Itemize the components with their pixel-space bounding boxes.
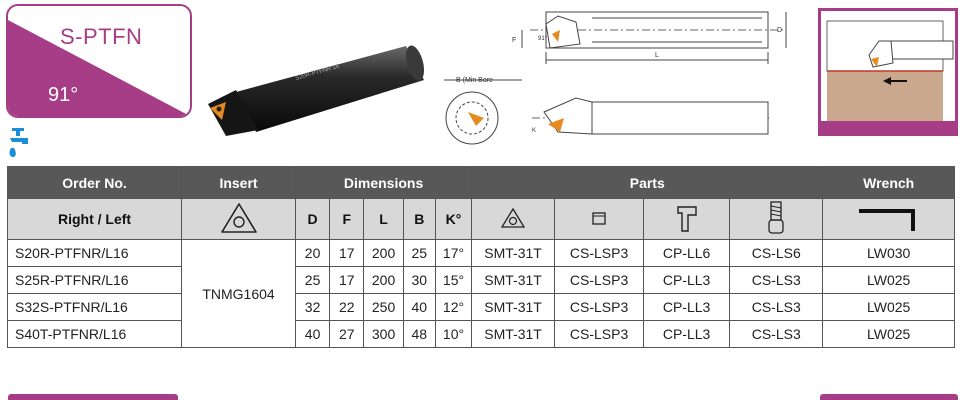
part4-cell: CS-LS6: [729, 239, 824, 267]
order-no-cell: S40T-PTFNR/L16: [6, 320, 183, 348]
product-badge: S-PTFN 91°: [6, 4, 192, 118]
header-l: L: [363, 198, 404, 240]
tool-holder-image: S20R-PTFNR 16: [208, 45, 425, 136]
shim-icon: [592, 211, 606, 225]
hex-key-icon: [858, 208, 915, 231]
header-dimensions: Dimensions: [294, 166, 473, 199]
l-cell: 200: [363, 239, 404, 267]
screw-icon: [768, 200, 784, 234]
header-insert: Insert: [181, 166, 296, 199]
order-no-cell: S32S-PTFNR/L16: [6, 293, 183, 321]
b-cell: 30: [402, 266, 436, 294]
l-cell: 200: [363, 266, 404, 294]
part3-cell: CP-LL3: [643, 293, 731, 321]
f-cell: 27: [329, 320, 365, 348]
application-image: [818, 8, 958, 136]
table-row: S25R-PTFNR/L16 25 17 200 30 15° SMT-31T …: [6, 266, 955, 294]
application-image-footer: [821, 121, 955, 133]
insert-cell: TNMG1604: [181, 239, 296, 348]
b-cell: 25: [402, 239, 436, 267]
part3-cell: CP-LL3: [643, 266, 731, 294]
header-wrench-cell: [822, 198, 955, 240]
wrench-cell: LW025: [822, 293, 955, 321]
l-cell: 250: [363, 293, 404, 321]
header-b: B: [402, 198, 436, 240]
f-cell: 17: [329, 239, 365, 267]
label-l: L: [655, 52, 659, 59]
label-k: K: [532, 128, 536, 134]
part1-cell: SMT-31T: [471, 239, 556, 267]
boring-illustration: [826, 20, 954, 121]
header-insert-icon-cell: [181, 198, 296, 240]
badge-title: S-PTFN: [60, 24, 143, 49]
triangle-insert-icon: [220, 202, 257, 233]
header-d: D: [294, 198, 331, 240]
product-table: Order No. Insert Dimensions Parts Wrench…: [6, 166, 955, 348]
part1-cell: SMT-31T: [471, 293, 556, 321]
d-cell: 20: [294, 239, 331, 267]
wrench-cell: LW025: [822, 266, 955, 294]
l-cell: 300: [363, 320, 404, 348]
table-row: S32S-PTFNR/L16 32 22 250 40 12° SMT-31T …: [6, 293, 955, 321]
dimension-drawing-bottom: B (Min Bore K: [444, 77, 772, 145]
table-row: S20R-PTFNR/L16 TNMG1604 20 17 200 25 17°…: [6, 239, 955, 348]
part2-cell: CS-LSP3: [554, 293, 645, 321]
header-screw-cell: [729, 198, 824, 240]
next-section-image-edge: [820, 394, 958, 400]
k-cell: 10°: [434, 320, 473, 348]
part3-cell: CP-LL3: [643, 320, 731, 348]
coolant-tap-icon: [9, 128, 28, 157]
part2-cell: CS-LSP3: [554, 239, 645, 267]
b-cell: 40: [402, 293, 436, 321]
part4-cell: CS-LS3: [729, 320, 824, 348]
header-right-left: Right / Left: [6, 198, 183, 240]
label-f: F: [512, 37, 516, 44]
table-row: S40T-PTFNR/L16 40 27 300 48 10° SMT-31T …: [6, 320, 955, 348]
part3-cell: CP-LL6: [643, 239, 731, 267]
header-shim-cell: [471, 198, 556, 240]
k-cell: 17°: [434, 239, 473, 267]
k-cell: 12°: [434, 293, 473, 321]
label-91: 91°: [538, 36, 548, 42]
dimension-drawing-top: L D F 91°: [512, 11, 787, 64]
order-no-cell: S20R-PTFNR/L16: [6, 239, 183, 267]
d-cell: 40: [294, 320, 331, 348]
d-cell: 32: [294, 293, 331, 321]
header-order-no: Order No.: [6, 166, 183, 199]
next-section-badge-edge: [8, 394, 178, 400]
f-cell: 17: [329, 266, 365, 294]
k-cell: 15°: [434, 266, 473, 294]
part1-cell: SMT-31T: [471, 320, 556, 348]
header-f: F: [329, 198, 365, 240]
badge-triangle: [8, 20, 190, 116]
header-clamp-cell: [643, 198, 731, 240]
label-b: B (Min Bore: [456, 77, 493, 84]
order-no-cell: S25R-PTFNR/L16: [6, 266, 183, 294]
part2-cell: CS-LSP3: [554, 266, 645, 294]
clamp-lever-icon: [676, 205, 697, 232]
wrench-cell: LW030: [822, 239, 955, 267]
insert-seat-icon: [500, 207, 526, 228]
header-parts: Parts: [471, 166, 824, 199]
b-cell: 48: [402, 320, 436, 348]
label-d: D: [777, 27, 782, 34]
part4-cell: CS-LS3: [729, 293, 824, 321]
d-cell: 25: [294, 266, 331, 294]
header-shim-pin-cell: [554, 198, 645, 240]
f-cell: 22: [329, 293, 365, 321]
part2-cell: CS-LSP3: [554, 320, 645, 348]
part1-cell: SMT-31T: [471, 266, 556, 294]
header-wrench: Wrench: [822, 166, 955, 199]
badge-angle: 91°: [48, 84, 79, 106]
header-k: K°: [434, 198, 473, 240]
part4-cell: CS-LS3: [729, 266, 824, 294]
wrench-cell: LW025: [822, 320, 955, 348]
